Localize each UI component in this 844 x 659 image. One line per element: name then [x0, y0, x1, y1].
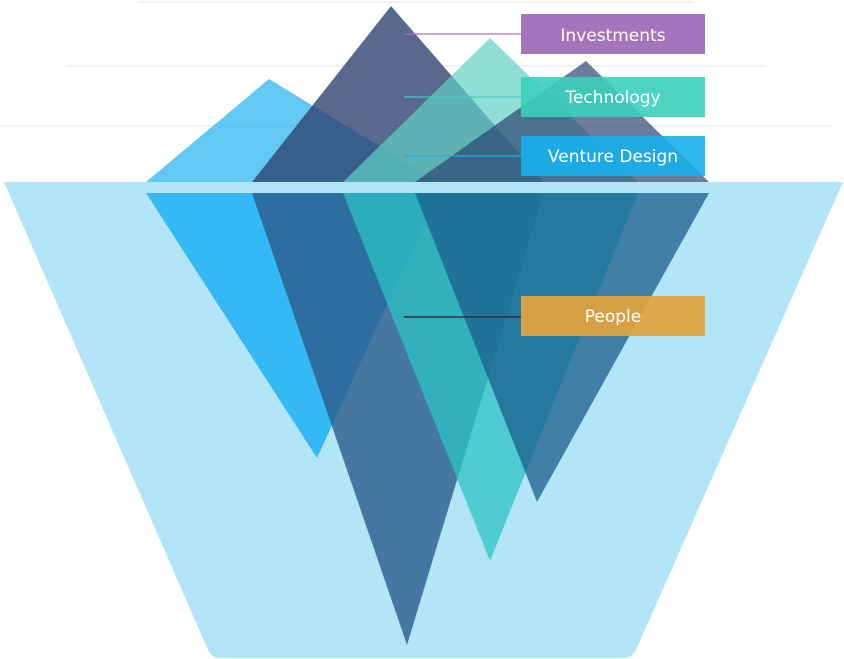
label-people-text: People [585, 307, 641, 327]
label-investments-text: Investments [560, 26, 665, 46]
label-people: People [521, 296, 705, 336]
label-venture-design: Venture Design [521, 136, 705, 176]
label-technology: Technology [521, 77, 705, 117]
submerged-right-navy [415, 193, 709, 502]
label-technology-text: Technology [564, 88, 660, 108]
label-venture-design-text: Venture Design [548, 147, 678, 167]
label-investments: Investments [521, 14, 705, 54]
